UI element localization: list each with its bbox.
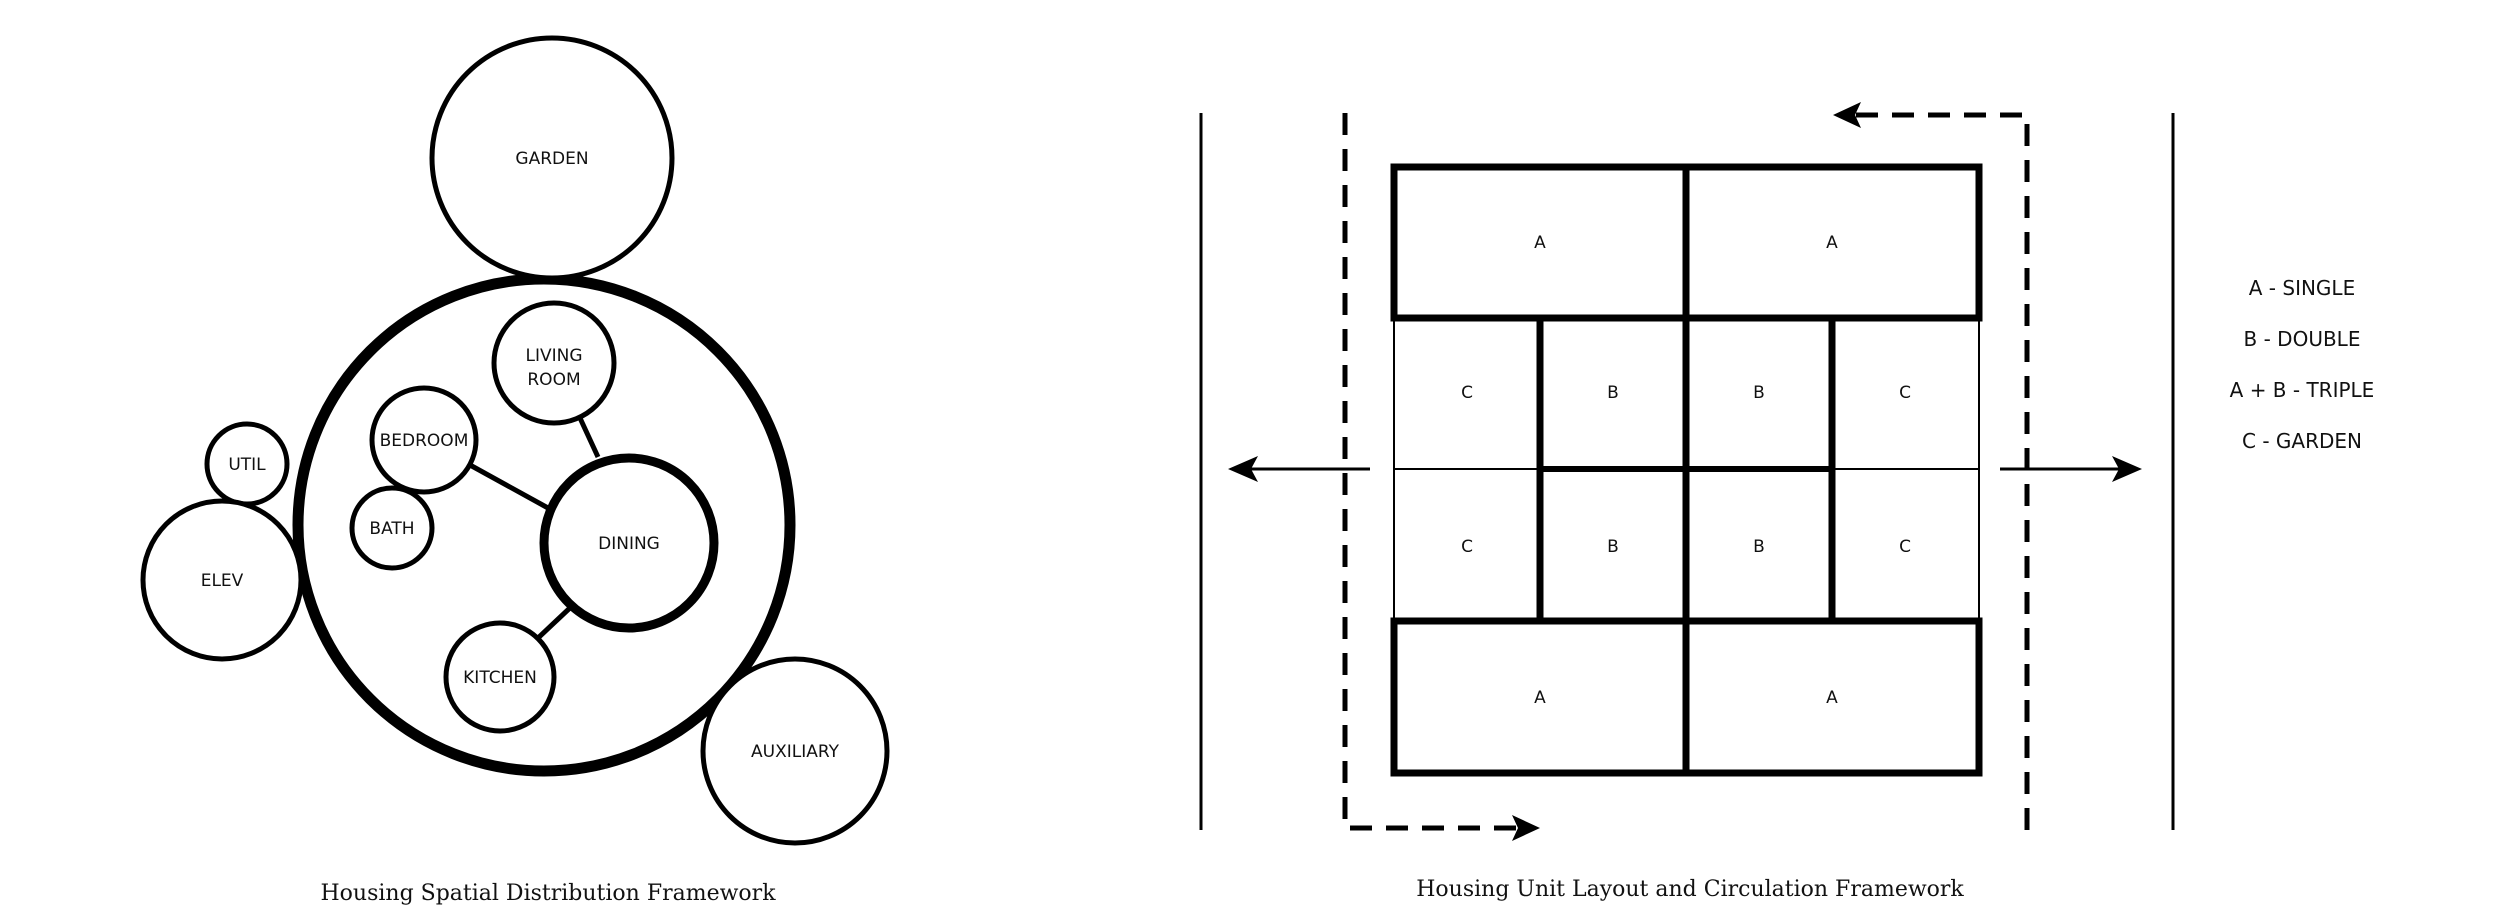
unit-label-r1-c2: B <box>1607 383 1619 403</box>
circulation-path-right <box>1855 112 2030 830</box>
living-room-label-line1: LIVING <box>525 346 582 366</box>
unit-label-r1-c4: C <box>1899 383 1911 403</box>
bath-bubble <box>349 485 435 571</box>
unit-label-r1-c3: B <box>1753 383 1765 403</box>
unit-label-top-left: A <box>1534 233 1546 253</box>
legend-item: A + B - TRIPLE <box>2230 378 2375 402</box>
unit-label-r1-c1: C <box>1461 383 1473 403</box>
elev-label: ELEV <box>201 571 244 591</box>
kitchen-bubble <box>443 620 557 734</box>
dining-label: DINING <box>598 534 660 554</box>
unit-layout-diagram: A A A A C B B C C B B C A - SINGLE B - D… <box>1199 102 2375 902</box>
living-room-label-line2: ROOM <box>527 370 580 390</box>
garden-bubble <box>429 35 675 281</box>
connector-living-dining <box>577 416 601 459</box>
dining-bubble <box>539 453 719 633</box>
circulation-path-left <box>1342 113 1520 831</box>
garden-label: GARDEN <box>515 149 588 169</box>
legend-item: A - SINGLE <box>2249 276 2355 300</box>
left-diagram-caption: Housing Spatial Distribution Framework <box>320 881 776 906</box>
bedroom-bubble <box>369 385 479 495</box>
bath-label: BATH <box>369 519 414 539</box>
circulation-arrowhead-top <box>1833 102 1861 128</box>
bedroom-label: BEDROOM <box>380 431 469 451</box>
right-diagram-caption: Housing Unit Layout and Circulation Fram… <box>1416 877 1964 902</box>
unit-type-legend: A - SINGLE B - DOUBLE A + B - TRIPLE C -… <box>2230 276 2375 453</box>
connector-bedroom-dining <box>468 462 550 511</box>
kitchen-label: KITCHEN <box>463 668 537 688</box>
spatial-distribution-diagram: GARDEN LIVING ROOM BEDROOM BATH DINING K… <box>140 35 890 906</box>
util-label: UTIL <box>228 455 266 475</box>
unit-label-top-right: A <box>1826 233 1838 253</box>
unit-label-bottom-left: A <box>1534 688 1546 708</box>
circulation-arrowhead-bottom <box>1512 815 1540 841</box>
living-room-bubble <box>491 300 617 426</box>
unit-label-bottom-right: A <box>1826 688 1838 708</box>
auxiliary-bubble <box>700 656 890 846</box>
unit-label-r2-c4: C <box>1899 537 1911 557</box>
legend-item: B - DOUBLE <box>2244 327 2361 351</box>
access-arrow-right-head <box>2112 456 2142 482</box>
auxiliary-label: AUXILIARY <box>751 742 840 762</box>
unit-label-r2-c1: C <box>1461 537 1473 557</box>
elev-bubble <box>140 498 304 662</box>
legend-item: C - GARDEN <box>2242 429 2362 453</box>
connector-kitchen-dining <box>536 604 574 640</box>
access-arrow-left-head <box>1228 456 1258 482</box>
unit-label-r2-c2: B <box>1607 537 1619 557</box>
unit-label-r2-c3: B <box>1753 537 1765 557</box>
